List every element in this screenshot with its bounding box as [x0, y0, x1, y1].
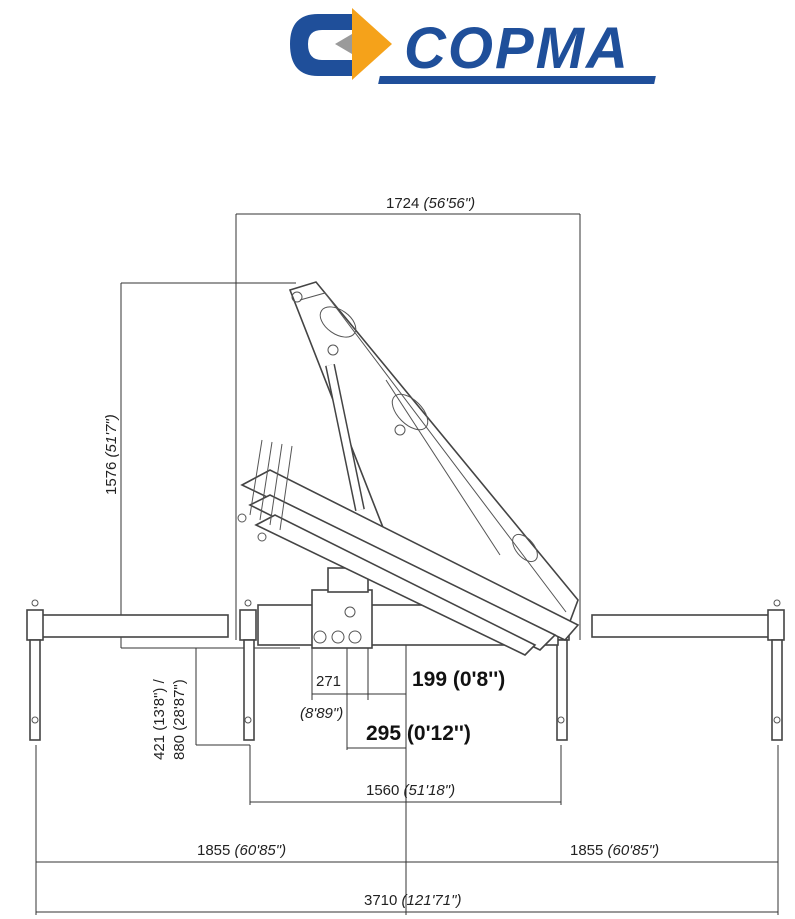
label-stab-height-1: 421 (13'8") / — [151, 678, 168, 760]
label-stab-height-2: 880 (28'87") — [171, 679, 188, 760]
left-inner-leg — [243, 639, 255, 741]
label-271: 271 — [316, 673, 341, 690]
label-199: 199 (0'8'') — [412, 668, 505, 691]
copma-logo: COPMA — [290, 8, 656, 84]
label-half-left: 1855 (60'85") — [197, 842, 286, 859]
left-outrigger-beam — [39, 614, 229, 638]
right-outrigger-beam — [591, 614, 773, 638]
label-271-imperial: (8'89") — [300, 705, 343, 722]
right-outer-leg — [771, 639, 783, 741]
logo-text: COPMA — [404, 16, 630, 81]
crane-drawing — [26, 281, 785, 741]
label-height: 1576 (51'7") — [103, 414, 120, 495]
label-half-right: 1855 (60'85") — [570, 842, 659, 859]
dimension-lines — [35, 213, 779, 915]
label-base-width: 1560 (51'18") — [366, 782, 455, 799]
left-outer-leg — [29, 639, 41, 741]
right-inner-leg — [556, 639, 568, 741]
label-295: 295 (0'12'') — [366, 722, 471, 745]
label-top-width: 1724 (56'56") — [386, 195, 475, 212]
label-total-width: 3710 (121'71") — [364, 892, 461, 909]
dimension-labels: 1724 (56'56") 1576 (51'7") 421 (13'8") /… — [103, 195, 659, 909]
